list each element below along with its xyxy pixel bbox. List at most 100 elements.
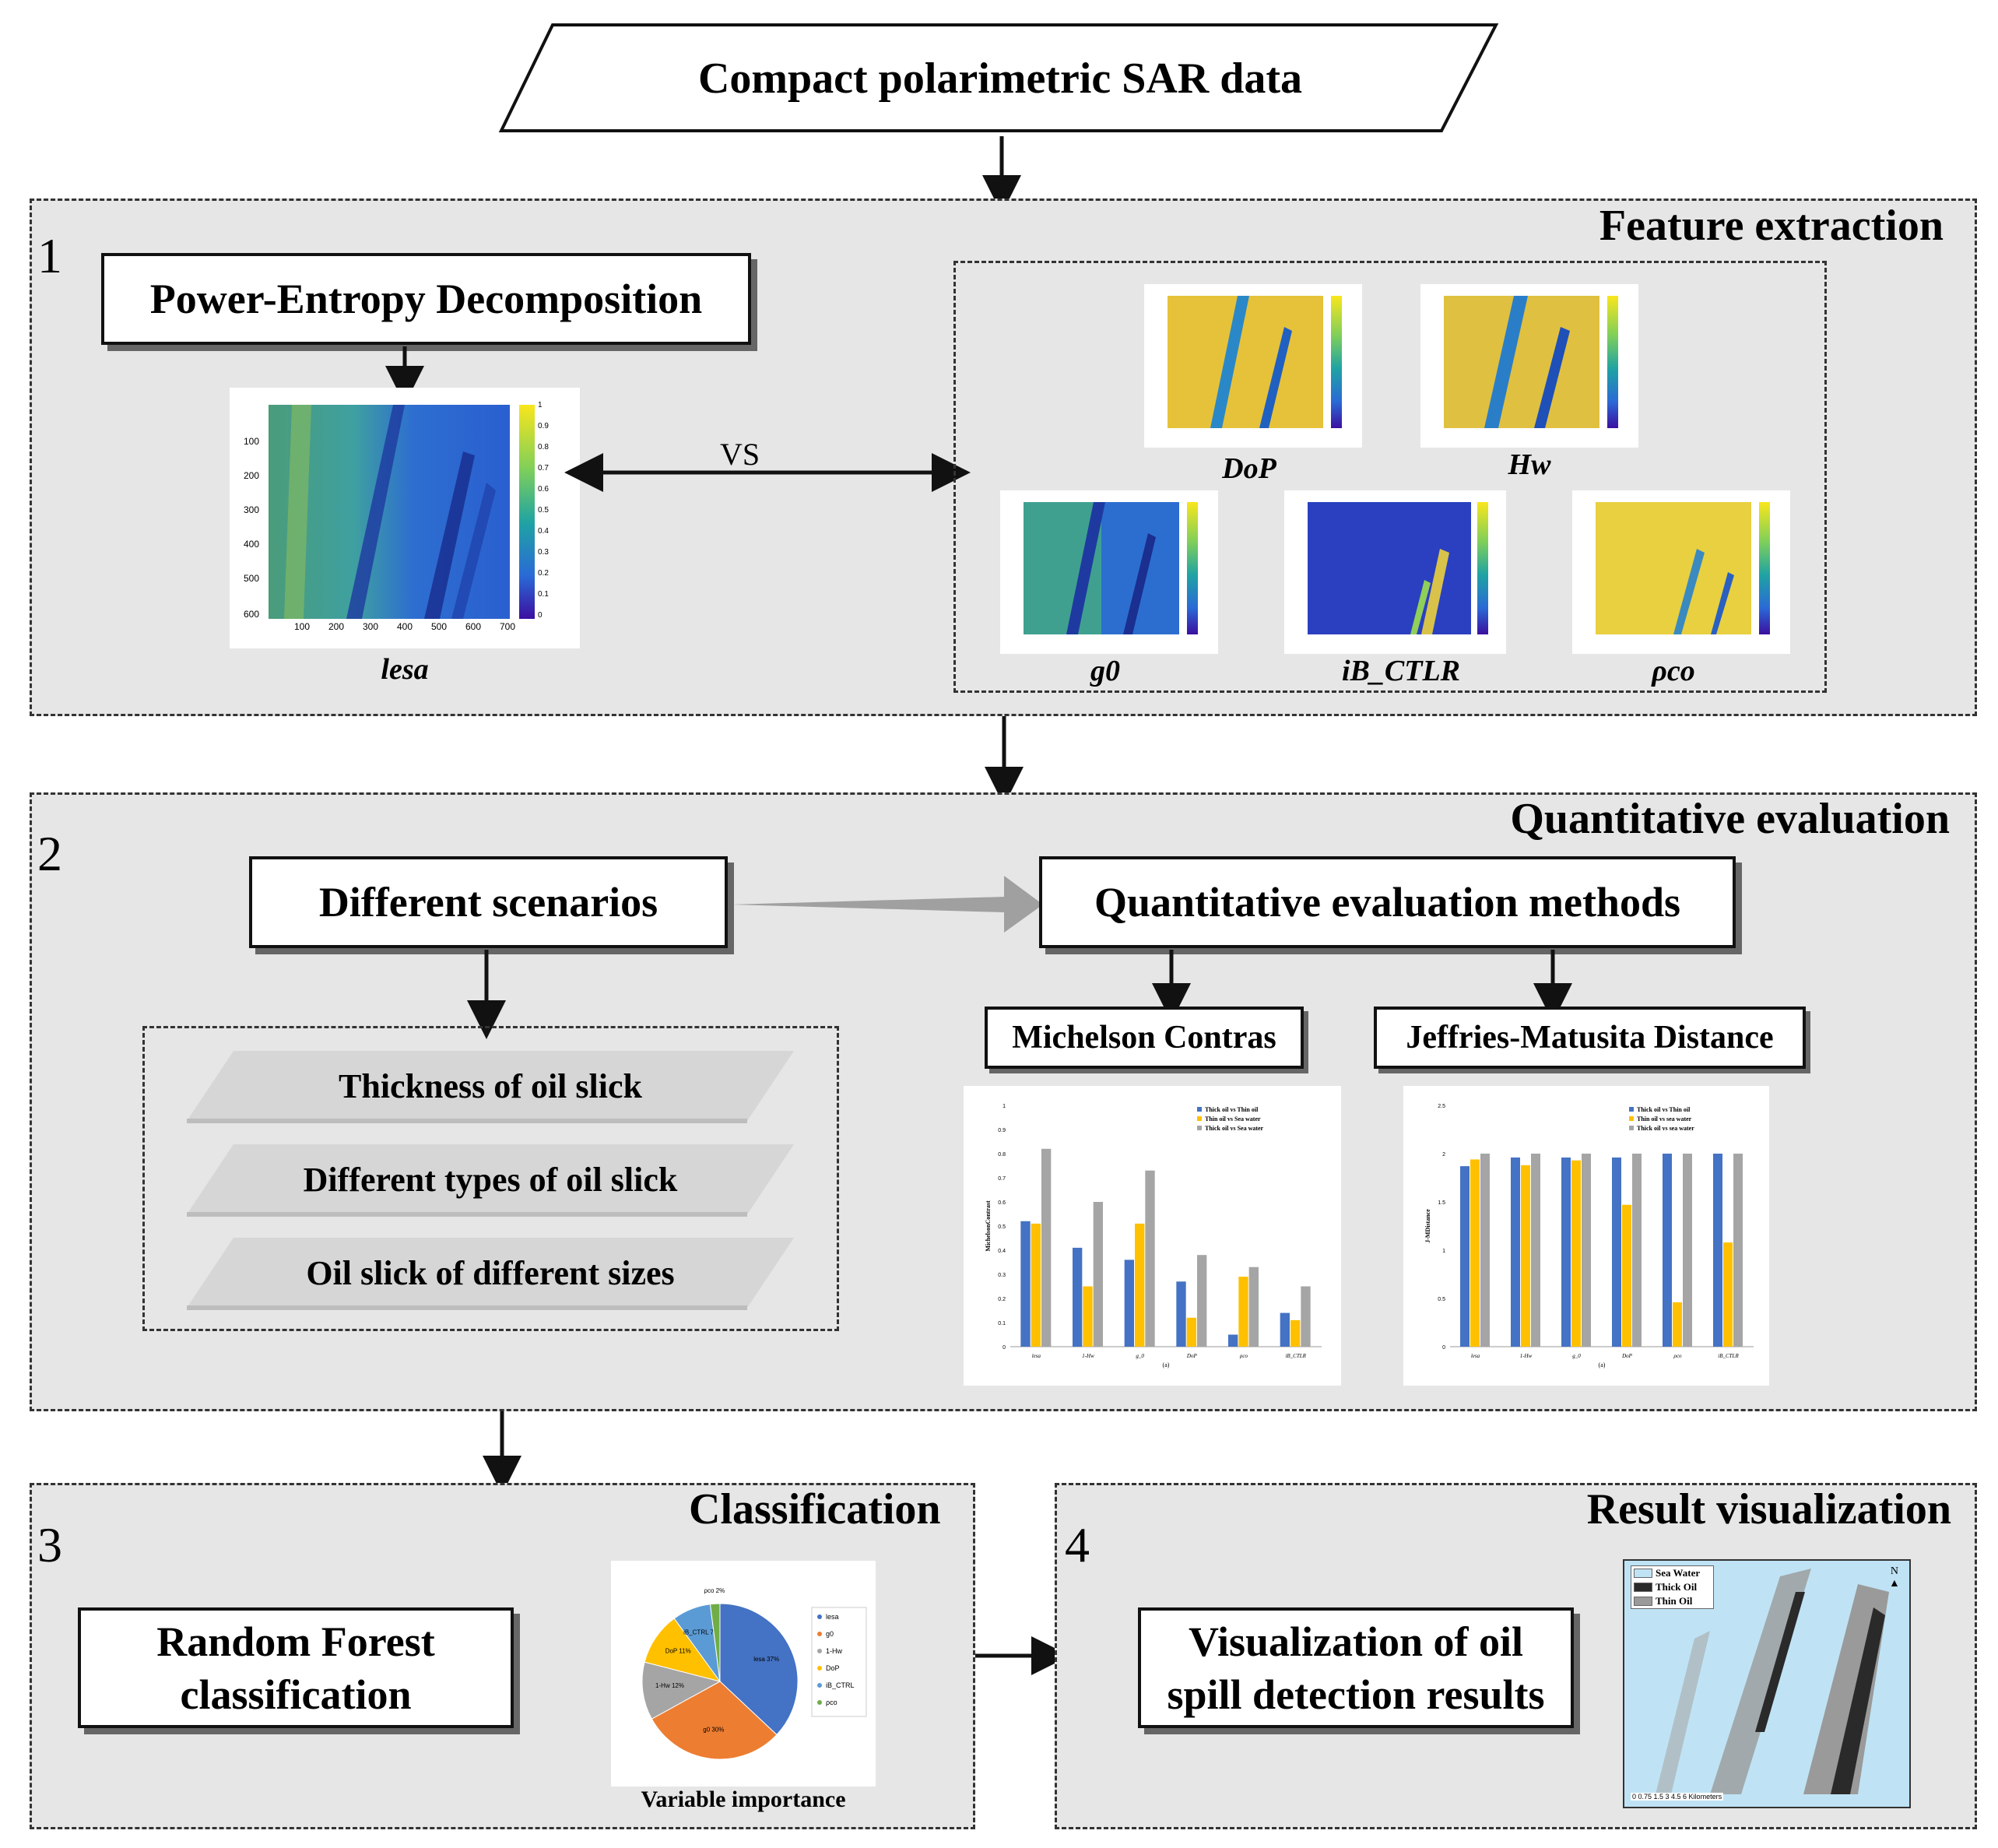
- michelson-contrast-box: Michelson Contras: [985, 1007, 1304, 1069]
- panel-title-result-visualization: Result visualization: [1586, 1485, 1951, 1534]
- scale-bar: 0 0.75 1.5 3 4.5 6 Kilometers: [1631, 1793, 1724, 1801]
- lesa-y-ticks: 100 200 300 400 500 600: [244, 405, 267, 620]
- x-tick-label: ρco: [1239, 1353, 1248, 1359]
- bar: [1713, 1154, 1722, 1347]
- legend-label: DoP: [826, 1664, 840, 1672]
- legend-label: lesa: [826, 1613, 839, 1621]
- bar: [1521, 1165, 1530, 1347]
- y-tick: 300: [244, 504, 260, 515]
- x-tick: 300: [363, 621, 379, 632]
- legend-swatch: [817, 1614, 822, 1619]
- vis-label-line1: Visualization of oil: [1188, 1618, 1524, 1665]
- cb-tick: 0.5: [538, 506, 549, 515]
- pie-slice: [719, 1603, 799, 1736]
- bar: [1663, 1154, 1672, 1347]
- y-axis-label: J-MDistance: [1424, 1209, 1431, 1243]
- cb-tick: 0: [538, 611, 543, 620]
- legend-swatch: [1197, 1116, 1202, 1121]
- x-tick-label: iB_CTLR: [1285, 1353, 1306, 1359]
- cb-tick: 0.3: [538, 548, 549, 557]
- legend-label: Thick oil vs Thin oil: [1205, 1106, 1259, 1113]
- cb-tick: 0.7: [538, 464, 549, 473]
- panel-title-classification: Classification: [689, 1485, 941, 1534]
- x-tick: 700: [500, 621, 516, 632]
- legend-label: Thick oil vs Thin oil: [1637, 1106, 1691, 1113]
- y-tick-label: 0.7: [998, 1176, 1006, 1182]
- x-tick-label: 1-Hw: [1520, 1353, 1533, 1359]
- pie-caption: Variable importance: [641, 1787, 846, 1812]
- x-tick: 100: [294, 621, 311, 632]
- caption-dop: DoP: [1222, 452, 1276, 485]
- lesa-image-figure: 100 200 300 400 500 600 100 200 300 400 …: [230, 388, 580, 648]
- pie-slice: [641, 1661, 722, 1720]
- feature-images-group: [953, 261, 1827, 693]
- y-tick: 200: [244, 470, 260, 481]
- legend-label: Thin oil vs Sea water: [1205, 1115, 1261, 1123]
- y-tick-label: 1: [1442, 1249, 1445, 1254]
- bar: [1582, 1154, 1591, 1347]
- x-tick-label: iB_CTLR: [1718, 1353, 1739, 1359]
- scenario-label: Thickness of oil slick: [339, 1066, 642, 1105]
- bar: [1683, 1154, 1692, 1347]
- evaluation-methods-box: Quantitative evaluation methods: [1039, 856, 1736, 948]
- panel-number-4: 4: [1065, 1517, 1090, 1572]
- legend-swatch: [817, 1666, 822, 1671]
- bar: [1280, 1312, 1290, 1347]
- power-entropy-box: Power-Entropy Decomposition: [101, 253, 751, 345]
- pie-slice: [709, 1603, 721, 1682]
- bar: [1511, 1157, 1520, 1347]
- legend-swatch: [817, 1632, 822, 1636]
- cb-tick: 0.6: [538, 485, 549, 494]
- bar: [1571, 1160, 1581, 1347]
- bar: [1531, 1154, 1540, 1347]
- bar: [1238, 1277, 1248, 1347]
- scenario-label: Oil slick of different sizes: [306, 1253, 675, 1292]
- scenario-label: Different types of oil slick: [303, 1160, 678, 1199]
- x-tick: 500: [431, 621, 448, 632]
- pie-data-label: iB_CTRL 7%: [683, 1629, 719, 1636]
- legend-swatch: [1629, 1126, 1634, 1130]
- legend-swatch: [1197, 1126, 1202, 1130]
- feature-image-g0: [1000, 490, 1218, 654]
- input-data-shape: [498, 23, 1499, 132]
- cb-tick: 0.9: [538, 422, 549, 430]
- bar: [1031, 1223, 1041, 1347]
- bar: [1622, 1204, 1631, 1347]
- x-tick-label: g_0: [1136, 1353, 1144, 1359]
- y-tick-label: 0.8: [998, 1152, 1006, 1158]
- scenarios-group: [142, 1026, 839, 1331]
- legend-sea-water: Sea Water: [1631, 1566, 1713, 1580]
- cb-tick: 0.2: [538, 569, 549, 578]
- bar: [1480, 1154, 1490, 1347]
- bar: [1733, 1154, 1743, 1347]
- legend-label: Thin Oil: [1656, 1595, 1693, 1607]
- y-tick-label: 1: [1003, 1104, 1006, 1109]
- bar: [1460, 1166, 1470, 1347]
- variable-importance-pie: lesa 37%g0 30%1-Hw 12%DoP 11%iB_CTRL 7%ρ…: [611, 1561, 876, 1787]
- bar: [1301, 1286, 1311, 1347]
- feature-image-dop: [1144, 284, 1362, 448]
- y-tick-label: 0.4: [998, 1249, 1006, 1254]
- legend-label: 1-Hw: [826, 1647, 843, 1655]
- jm-distance-box: Jeffries-Matusita Distance: [1374, 1007, 1806, 1069]
- caption-g0: g0: [1090, 655, 1120, 687]
- pie-chart-svg: lesa 37%g0 30%1-Hw 12%DoP 11%iB_CTRL 7%ρ…: [641, 1587, 867, 1760]
- bar: [1145, 1170, 1155, 1347]
- y-tick-label: 0.9: [998, 1128, 1006, 1133]
- feature-image-ib-ctlr: [1284, 490, 1506, 654]
- pie-data-label: g0 30%: [703, 1726, 724, 1733]
- y-tick-label: 0: [1003, 1345, 1006, 1351]
- north-label: N: [1890, 1565, 1898, 1577]
- rf-label-line2: classification: [180, 1671, 412, 1718]
- y-tick: 500: [244, 573, 260, 584]
- y-tick-label: 0.5: [1438, 1297, 1445, 1302]
- bar: [1248, 1267, 1259, 1347]
- bar: [1228, 1334, 1238, 1347]
- lesa-x-ticks: 100 200 300 400 500 600 700: [269, 621, 518, 634]
- x-tick-label: ρco: [1673, 1353, 1682, 1359]
- legend-label: ρco: [826, 1699, 837, 1706]
